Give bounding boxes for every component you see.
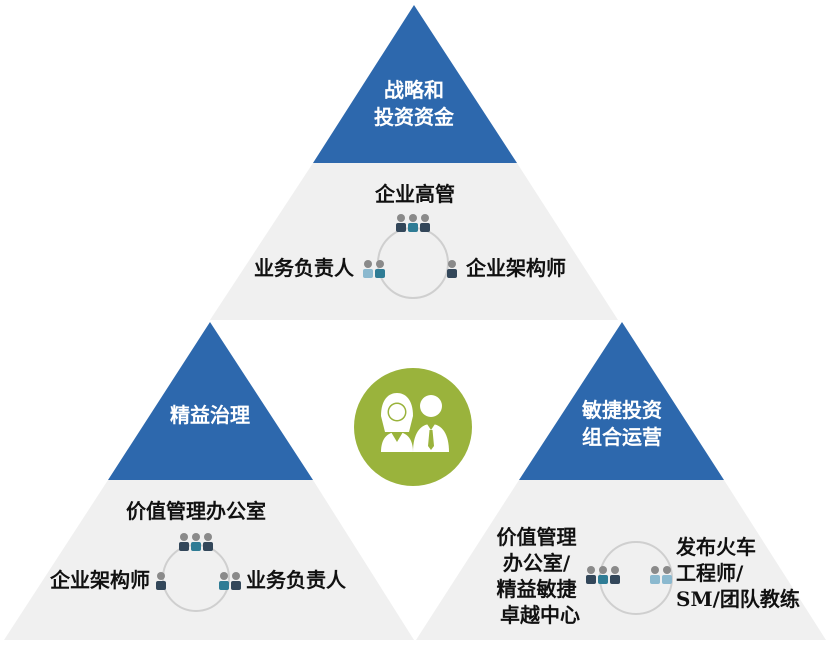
left-role-value-management-office: 价值管理办公室 [126,499,266,523]
top-triangle-apex [313,5,517,163]
person-icon [447,260,457,278]
top-title-line2: 投资资金 [374,105,455,129]
right-role-vmo-lace-line4: 卓越中心 [500,603,580,627]
right-role-rte-line1: 发布火车 [675,535,756,559]
people-pair-icon [363,260,385,278]
left-role-business-owners: 业务负责人 [246,568,347,592]
top-role-enterprise-architect: 企业架构师 [465,256,566,280]
right-role-vmo-lace-line2: 办公室/ [503,551,571,575]
right-title-line1: 敏捷投资 [581,398,662,422]
right-role-vmo-lace-line3: 精益敏捷 [497,577,578,601]
center-circle [354,368,472,486]
left-triangle-apex [108,322,313,480]
right-role-rte-sm-coach: 发布火车 工程师/ SM/团队教练 [675,535,800,611]
right-triangle-apex [519,322,724,480]
top-title-line1: 战略和 [384,78,444,102]
people-pair-icon [650,566,672,584]
right-role-vmo-lace: 价值管理 办公室/ 精益敏捷 卓越中心 [497,525,584,627]
person-icon [156,572,166,590]
left-role-enterprise-architect: 企业架构师 [49,568,150,592]
people-pair-icon [219,572,241,590]
top-triangle: 战略和 投资资金 企业高管 业务负责人 企业架构师 [210,5,618,320]
top-role-business-owners: 业务负责人 [254,256,355,280]
left-triangle: 精益治理 价值管理办公室 企业架构师 业务负责人 [4,322,414,640]
people-icon [381,393,449,452]
right-triangle: 敏捷投资 组合运营 价值管理 办公室/ 精益敏捷 卓越中心 发布火车 工程师/ … [416,322,826,640]
right-role-vmo-lace-line1: 价值管理 [497,525,577,549]
left-title: 精益治理 [170,403,250,427]
right-role-rte-line3: SM/团队教练 [676,587,800,611]
top-role-executives: 企业高管 [374,182,455,206]
right-title-line2: 组合运营 [582,425,662,449]
center-badge [354,368,472,486]
people-group-icon [586,566,620,584]
right-triangle-base [416,480,826,640]
people-group-icon [396,214,430,232]
right-role-rte-line2: 工程师/ [676,561,744,585]
top-triangle-base [210,163,618,320]
left-triangle-base [4,480,414,640]
people-group-icon [179,533,213,551]
